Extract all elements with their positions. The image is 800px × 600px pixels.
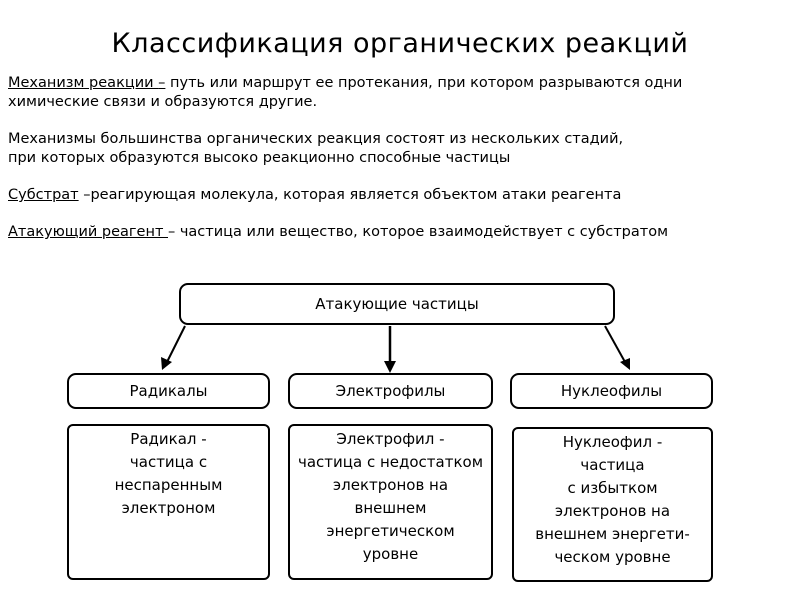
slide-title: Классификация органических реакций <box>111 28 689 59</box>
nucleophile-desc-line: с избытком <box>567 479 658 497</box>
stages-line-2: при которых образуются высоко реакционно… <box>8 150 511 166</box>
nucleophile-desc-line: внешнем энергети- <box>535 525 690 543</box>
radicals-label: Радикалы <box>129 382 208 400</box>
reagent-definition: Атакующий реагент – частица или вещество… <box>8 223 668 242</box>
electrophile-desc-line: внешнем <box>354 499 427 517</box>
mechanism-definition: Механизм реакции – путь или маршрут ее п… <box>8 74 682 112</box>
electrophile-description-box: Электрофил - частица с недостатком элект… <box>288 424 493 580</box>
nucleophiles-label: Нуклеофилы <box>560 382 663 400</box>
stages-paragraph: Механизмы большинства органических реакц… <box>8 130 623 168</box>
arrowhead-electrophiles <box>384 361 396 373</box>
electrophile-desc-line: электронов на <box>332 476 449 494</box>
radicals-box: Радикалы <box>67 373 270 409</box>
radical-desc-line: частица с <box>129 453 208 471</box>
arrowhead-radicals <box>161 357 172 370</box>
electrophile-desc-line: уровне <box>362 545 419 563</box>
radical-desc-line: электроном <box>121 499 216 517</box>
nucleophile-description-box: Нуклеофил - частица с избытком электроно… <box>512 427 713 582</box>
mechanism-term: Механизм реакции <box>8 75 159 91</box>
root-label: Атакующие частицы <box>315 295 479 313</box>
nucleophiles-box: Нуклеофилы <box>510 373 713 409</box>
radical-desc-line: неспаренным <box>114 476 223 494</box>
reagent-text: – частица или вещество, которое взаимоде… <box>168 224 669 240</box>
mechanism-dash: – <box>158 75 166 91</box>
electrophile-desc-line: Электрофил - <box>336 430 445 448</box>
radical-description-box: Радикал - частица с неспаренным электрон… <box>67 424 270 580</box>
substrate-text: –реагирующая молекула, которая является … <box>78 187 622 203</box>
nucleophile-desc-line: электронов на <box>554 502 671 520</box>
stages-line-1: Механизмы большинства органических реакц… <box>8 131 624 147</box>
nucleophile-desc-line: Нуклеофил - <box>562 433 663 451</box>
electrophiles-label: Электрофилы <box>335 382 446 400</box>
substrate-definition: Субстрат –реагирующая молекула, которая … <box>8 186 621 205</box>
electrophiles-box: Электрофилы <box>288 373 493 409</box>
nucleophile-desc-line: ческом уровне <box>554 548 671 566</box>
electrophile-desc-line: частица с недостатком <box>297 453 484 471</box>
attacking-particles-box: Атакующие частицы <box>179 283 615 325</box>
nucleophile-desc-line: частица <box>580 456 645 474</box>
arrow-to-radicals <box>166 325 186 363</box>
reagent-term: Атакующий реагент <box>8 224 168 240</box>
radical-desc-line: Радикал - <box>130 430 207 448</box>
electrophile-desc-line: энергетическом <box>326 522 455 540</box>
arrowhead-nucleophiles <box>620 358 630 370</box>
mechanism-text-line-2: химические связи и образуются другие. <box>8 94 318 110</box>
substrate-term: Субстрат <box>8 187 79 203</box>
arrow-to-nucleophiles <box>604 325 626 363</box>
mechanism-text-line-1: путь или маршрут ее протекания, при кото… <box>165 75 683 91</box>
